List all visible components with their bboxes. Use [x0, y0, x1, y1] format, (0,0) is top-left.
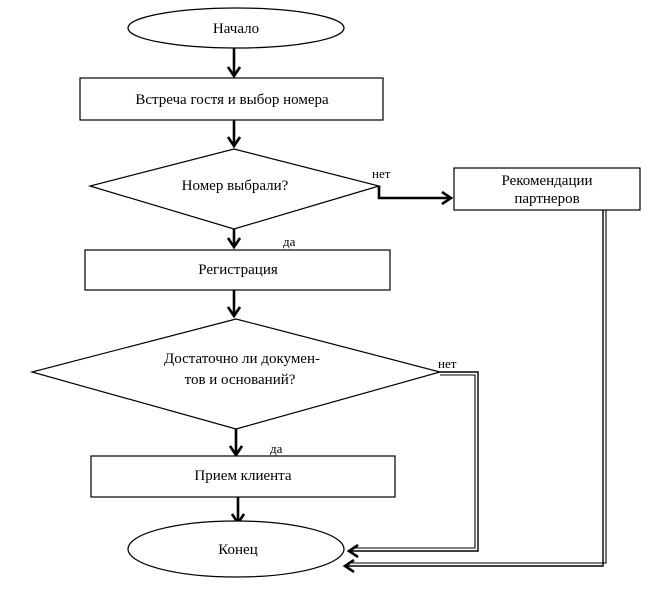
room-chosen-label: Номер выбрали?	[182, 178, 289, 194]
room-chosen-decision	[87, 148, 382, 230]
connector-partners-to-end-double	[349, 210, 607, 564]
accept-client-label: Прием клиента	[194, 468, 291, 484]
partner-recommendations-label-line1: Рекомендации	[501, 173, 592, 189]
start-label: Начало	[213, 21, 259, 37]
edge-label-docs-no: нет	[438, 356, 457, 371]
registration-label: Регистрация	[198, 262, 278, 278]
partner-recommendations-process	[453, 167, 641, 211]
meet-guest-process	[79, 77, 384, 121]
connector-partners-to-end	[345, 210, 604, 566]
start-terminator	[127, 7, 345, 49]
documents-check-label-line2: тов и оснований?	[185, 372, 296, 388]
connector-docs-no-to-end	[349, 371, 479, 551]
edge-label-docs-yes: да	[270, 441, 283, 456]
accept-client-process	[90, 455, 396, 498]
edge-label-room-no: нет	[372, 166, 391, 181]
registration-process	[84, 249, 391, 291]
edge-label-room-yes: да	[283, 234, 296, 249]
partner-recommendations-label-line2: партнеров	[514, 191, 579, 207]
end-terminator	[127, 520, 345, 578]
connector-decision-no-to-partners	[377, 186, 451, 198]
end-label: Конец	[218, 542, 257, 558]
connector-docs-no-to-end-double	[352, 374, 476, 549]
meet-guest-label: Встреча гостя и выбор номера	[135, 92, 329, 108]
documents-check-decision	[29, 318, 443, 430]
documents-check-label-line1: Достаточно ли докумен-	[164, 351, 320, 367]
